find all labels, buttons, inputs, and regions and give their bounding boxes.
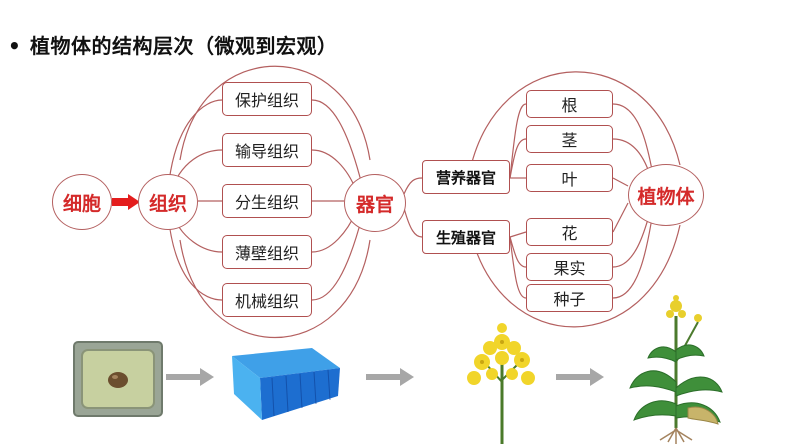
organ-box-label: 种子 xyxy=(553,290,586,309)
organ-label: 器官 xyxy=(355,193,394,216)
tissue-box-meristem: 分生组织 xyxy=(222,184,312,218)
whole-plant-image xyxy=(629,295,723,444)
organ-box-fruit: 果实 xyxy=(526,253,613,281)
tissue-box-label: 分生组织 xyxy=(234,193,299,212)
plant-label: 植物体 xyxy=(637,185,695,208)
organ-group-label: 生殖器官 xyxy=(435,228,496,247)
flow-arrow-1-icon xyxy=(166,368,214,386)
organ-box-label: 花 xyxy=(561,224,578,243)
flow-arrow-2-icon xyxy=(366,368,414,386)
organ-box-stem: 茎 xyxy=(526,125,613,153)
tissue-box-mechanical: 机械组织 xyxy=(222,283,312,317)
flow-arrow-3-icon xyxy=(556,368,604,386)
organ-box-label: 根 xyxy=(561,96,578,115)
plant-cell-image xyxy=(73,341,163,417)
tissue-box-conductive: 输导组织 xyxy=(222,133,312,167)
tissue-label: 组织 xyxy=(148,192,187,215)
organ-box-label: 茎 xyxy=(561,131,578,150)
plant-node: 植物体 xyxy=(628,164,704,226)
organ-box-flower: 花 xyxy=(526,218,613,246)
slide-title: • 植物体的结构层次（微观到宏观） xyxy=(8,30,338,59)
tissue-box-label: 输导组织 xyxy=(234,142,299,161)
tissue-box-parenchyma: 薄壁组织 xyxy=(222,235,312,269)
tissue-node: 组织 xyxy=(138,174,198,230)
organ-box-leaf: 叶 xyxy=(526,164,613,192)
bullet: • xyxy=(8,34,22,58)
tissue-box-protective: 保护组织 xyxy=(222,82,312,116)
red-arrow-icon xyxy=(112,194,140,210)
flower-image xyxy=(467,323,535,444)
organ-group-label: 营养器官 xyxy=(435,168,496,187)
organ-box-seed: 种子 xyxy=(526,284,613,312)
organ-group-vegetative: 营养器官 xyxy=(422,160,510,194)
tissue-box-label: 薄壁组织 xyxy=(234,244,299,263)
organ-group-reproductive: 生殖器官 xyxy=(422,220,510,254)
organ-box-root: 根 xyxy=(526,90,613,118)
organ-box-label: 果实 xyxy=(553,259,586,278)
tissue-box-label: 机械组织 xyxy=(234,292,299,311)
cell-node: 细胞 xyxy=(52,174,112,230)
title-text: 植物体的结构层次（微观到宏观） xyxy=(30,34,338,58)
tissue-block-image xyxy=(232,348,340,420)
cell-label: 细胞 xyxy=(62,192,101,215)
organ-node: 器官 xyxy=(344,174,406,232)
organ-box-label: 叶 xyxy=(561,170,578,189)
tissue-box-label: 保护组织 xyxy=(234,91,299,110)
